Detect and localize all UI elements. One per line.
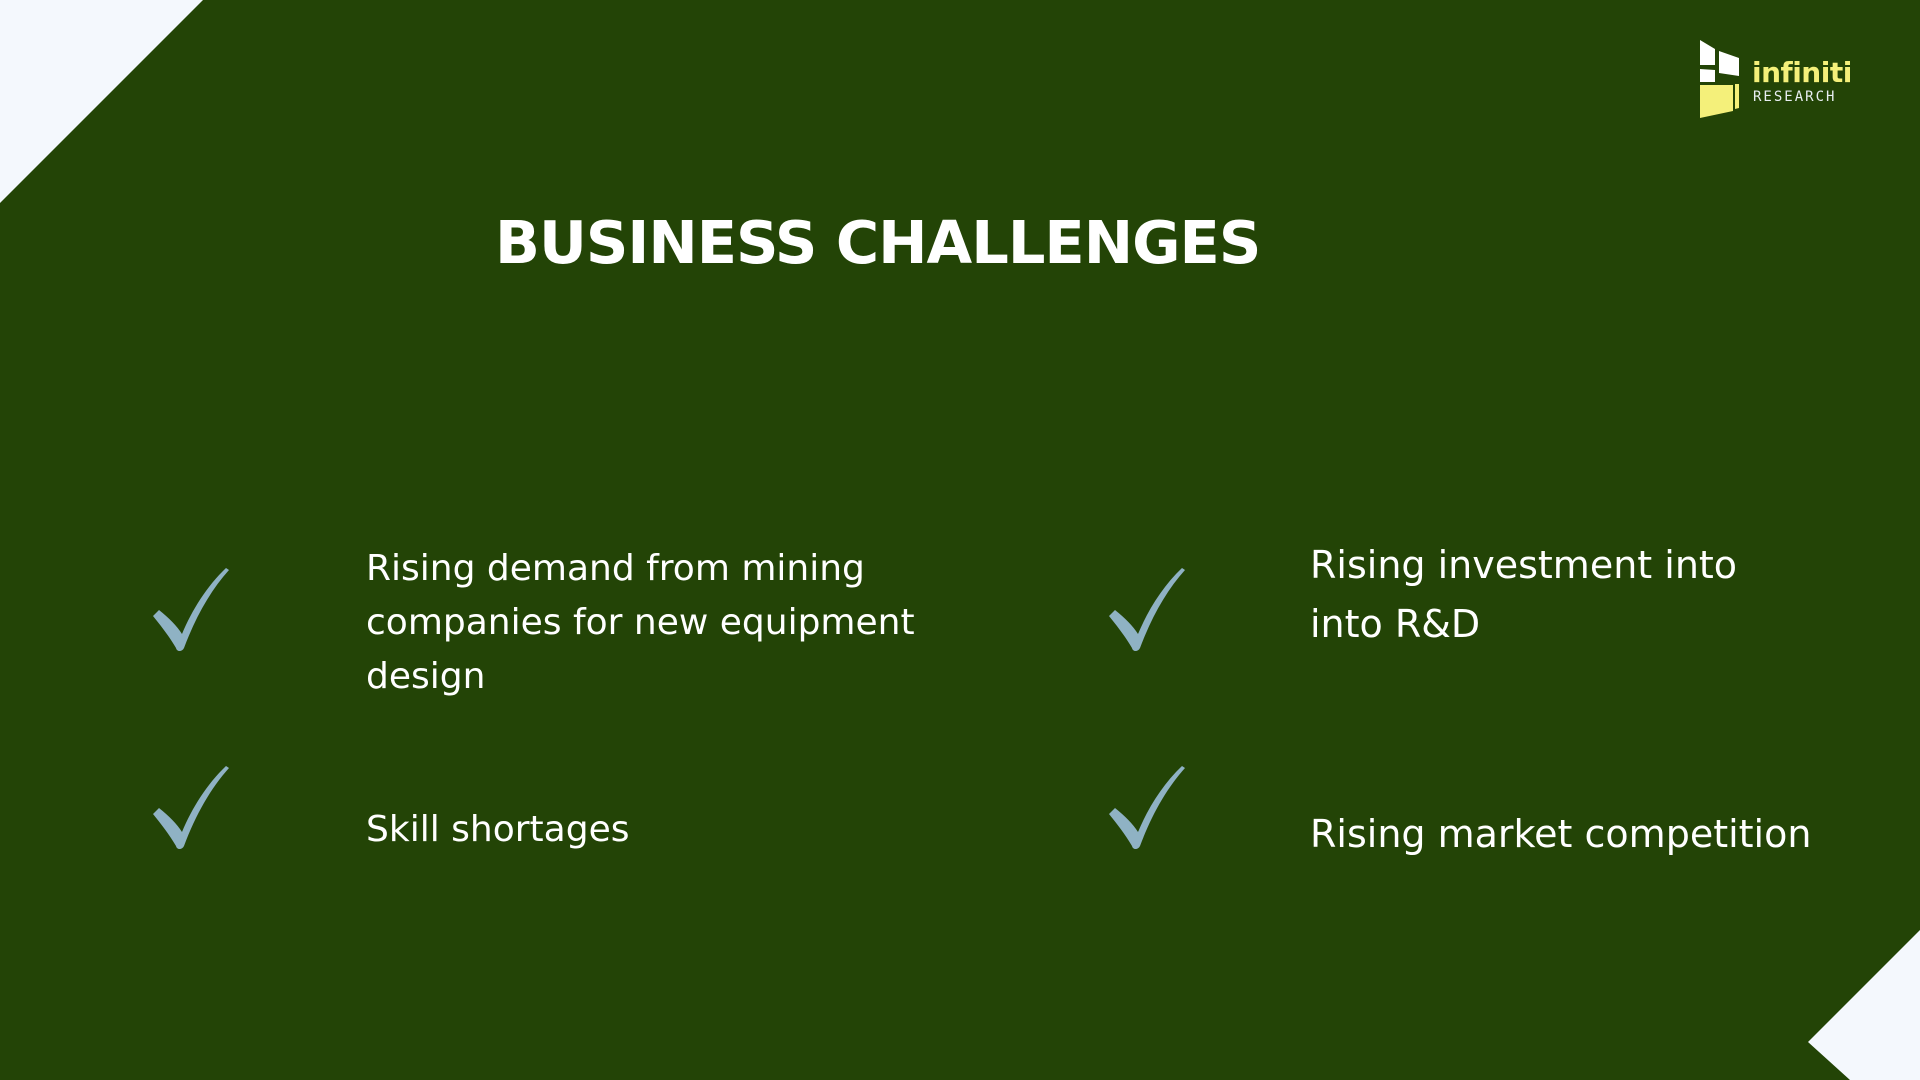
infiniti-research-logo: infiniti RESEARCH: [1697, 40, 1867, 120]
check-icon: [1109, 766, 1185, 849]
challenge-text: Rising demand from mining companies for …: [366, 548, 915, 697]
page-title: BUSINESS CHALLENGES: [495, 208, 1261, 277]
logo-name: infiniti: [1752, 56, 1852, 89]
infiniti-logo-icon: [1700, 40, 1739, 118]
check-icon: [153, 568, 229, 651]
challenge-text: Rising investment into into R&D: [1310, 543, 1738, 646]
check-icon: [1109, 568, 1185, 651]
check-icon: [153, 766, 229, 849]
challenge-text: Rising market competition: [1310, 812, 1812, 856]
logo-subtitle: RESEARCH: [1753, 89, 1837, 105]
challenge-text: Skill shortages: [366, 809, 630, 850]
